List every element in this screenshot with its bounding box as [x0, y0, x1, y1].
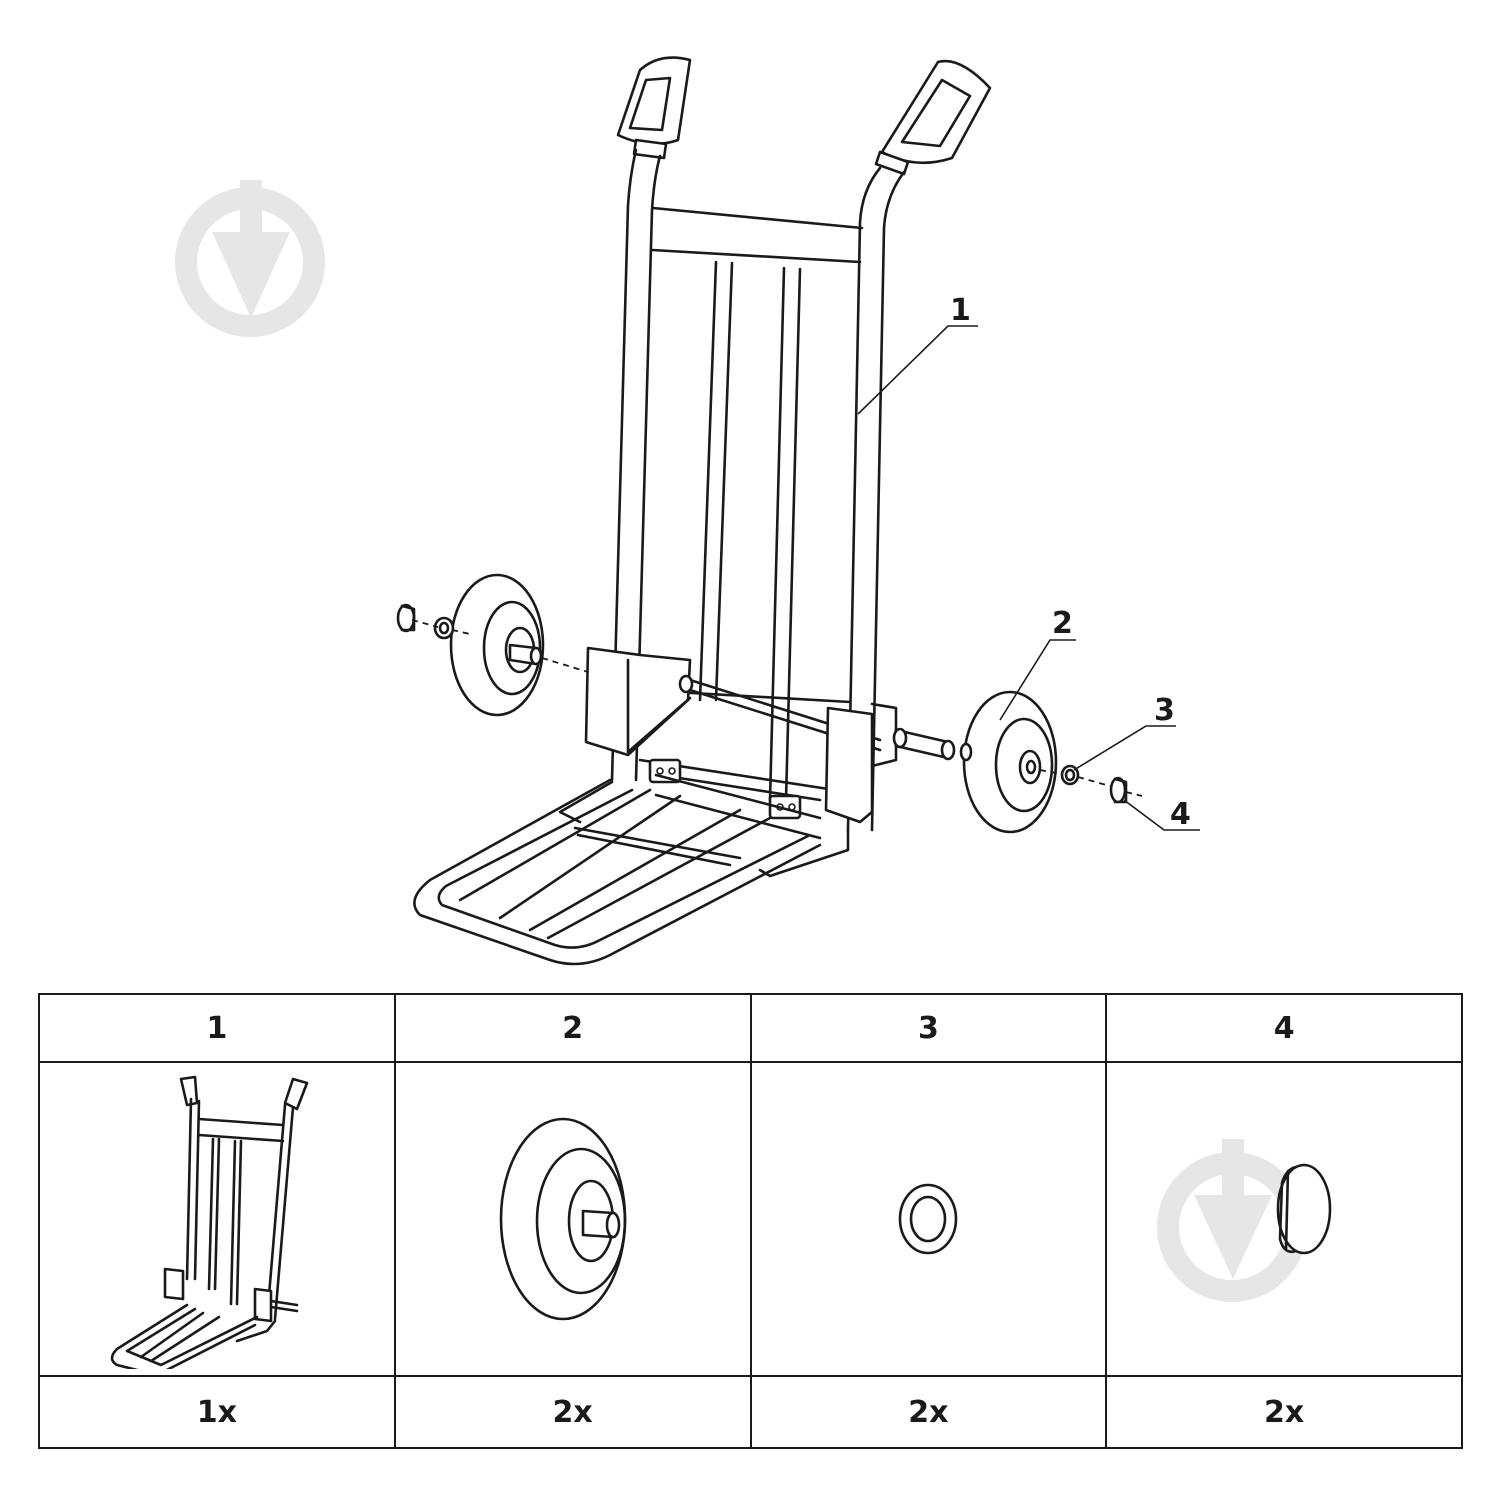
part-number: 2 [562, 1010, 584, 1046]
callout-2: 2 [1052, 606, 1073, 641]
quantity-cell: 1x [38, 1375, 396, 1449]
hinge [648, 758, 802, 820]
part-image-cell [749, 1061, 1108, 1377]
quantity-row: 1x 2x 2x 2x [38, 1375, 1463, 1449]
part-quantity: 1x [196, 1394, 237, 1430]
callout-3: 3 [1154, 693, 1175, 728]
watermark-logo-icon [1157, 1139, 1308, 1302]
parts-list-table: 1 2 3 4 [38, 993, 1463, 1449]
part-number: 3 [917, 1010, 939, 1046]
part-number-cell: 4 [1105, 993, 1463, 1063]
part-number: 1 [206, 1010, 228, 1046]
left-wheel-assembly [396, 573, 589, 717]
part-number: 4 [1273, 1010, 1295, 1046]
exploded-assembly-diagram: 1 2 3 4 [175, 56, 1200, 966]
foot-plate [413, 773, 850, 966]
callout-1: 1 [950, 293, 971, 328]
hand-truck-frame-icon [110, 1075, 309, 1369]
watermark-logo-icon [175, 180, 325, 337]
part-image-cell [1105, 1061, 1463, 1377]
part-quantity: 2x [1264, 1394, 1305, 1430]
part-image-cell [38, 1061, 396, 1377]
axle-cap-icon [1157, 1139, 1332, 1302]
left-axle-bracket [584, 646, 882, 757]
part-number-cell: 2 [393, 993, 752, 1063]
part-quantity: 2x [552, 1394, 593, 1430]
right-axle-bracket [824, 702, 956, 824]
quantity-cell: 2x [749, 1375, 1108, 1449]
washer-icon [899, 1183, 958, 1255]
part-number-cell: 1 [38, 993, 396, 1063]
part-number-cell: 3 [749, 993, 1108, 1063]
callout-4: 4 [1170, 797, 1191, 832]
part-number-row: 1 2 3 4 [38, 993, 1463, 1063]
wheel-icon [499, 1117, 626, 1321]
part-quantity: 2x [908, 1394, 949, 1430]
leader-lines [857, 325, 1200, 831]
quantity-cell: 2x [393, 1375, 752, 1449]
part-image-cell [393, 1061, 752, 1377]
part-image-row [38, 1061, 1463, 1377]
right-wheel-assembly [959, 690, 1143, 834]
quantity-cell: 2x [1105, 1375, 1463, 1449]
